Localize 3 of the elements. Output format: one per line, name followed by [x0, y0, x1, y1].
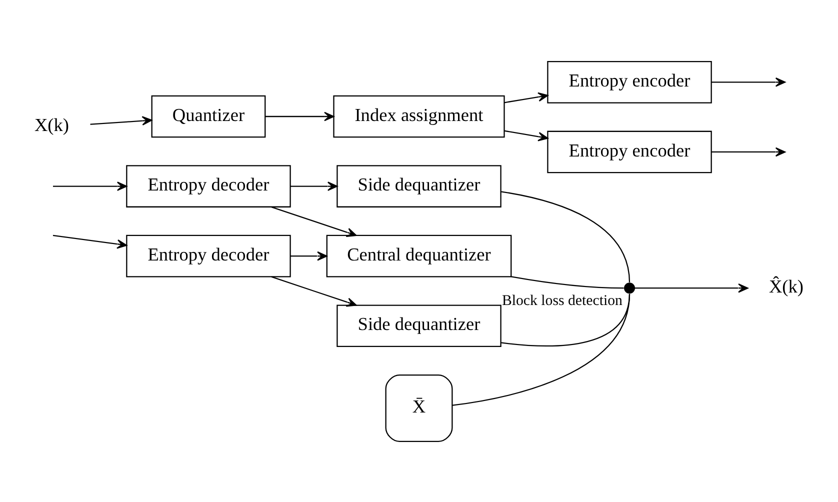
node-text: X̂(k) — [768, 276, 804, 296]
node-text: X(k) — [34, 114, 70, 135]
node-label: Block loss detection — [502, 292, 622, 308]
